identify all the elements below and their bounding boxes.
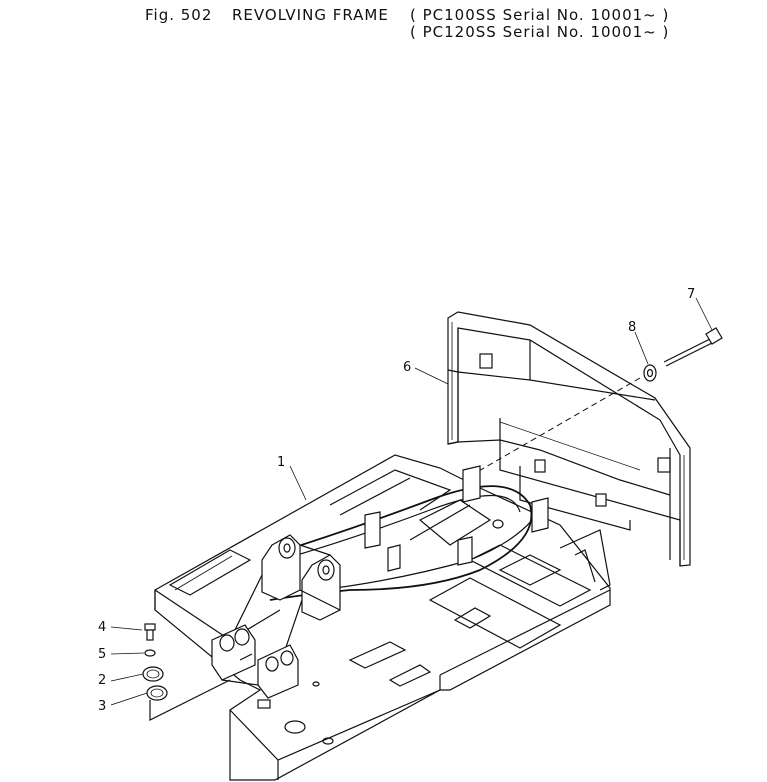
counterweight-bolt-part-7 bbox=[663, 327, 723, 367]
gasket-part-3 bbox=[146, 685, 168, 701]
callout-3: 3 bbox=[98, 699, 106, 714]
counterweight-part-6 bbox=[447, 311, 691, 567]
cover-part-2 bbox=[142, 666, 164, 682]
callout-7: 7 bbox=[687, 287, 695, 302]
serial-range-pc100ss: ( PC100SS Serial No. 10001~ ) bbox=[410, 6, 670, 24]
leader-lines bbox=[110, 297, 713, 706]
revolving-frame-part-1 bbox=[154, 454, 611, 781]
callout-4: 4 bbox=[98, 620, 106, 635]
figure-number: Fig. 502 bbox=[145, 6, 213, 24]
parts-group-bracket bbox=[149, 679, 231, 721]
lock-washer-part-5 bbox=[144, 649, 156, 657]
figure-title: REVOLVING FRAME bbox=[232, 6, 389, 24]
boom-foot-brackets bbox=[211, 534, 341, 699]
callout-6: 6 bbox=[403, 360, 411, 375]
callout-2: 2 bbox=[98, 673, 106, 688]
cap-screw-part-4 bbox=[144, 623, 156, 641]
callout-5: 5 bbox=[98, 647, 106, 662]
callout-8: 8 bbox=[628, 320, 636, 335]
washer-part-8 bbox=[643, 364, 657, 382]
callout-1: 1 bbox=[277, 455, 285, 470]
serial-range-pc120ss: ( PC120SS Serial No. 10001~ ) bbox=[410, 23, 670, 41]
